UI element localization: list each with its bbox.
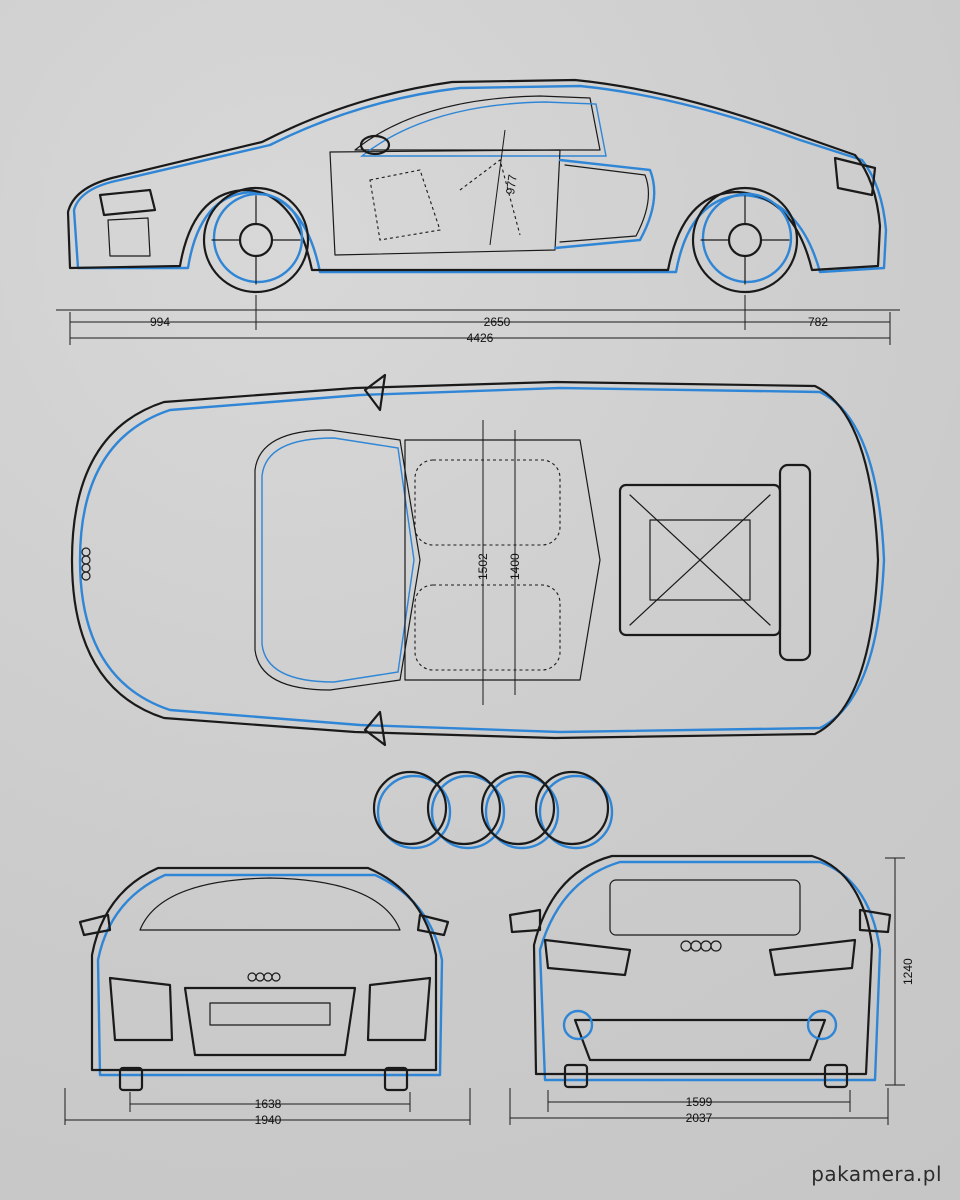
dim-inner-width: 1400 [508,553,522,580]
dim-length: 4426 [467,331,494,345]
dim-rear-overhang: 782 [808,315,828,329]
dim-seat-height: 977 [503,173,520,195]
rear-view [508,854,892,1089]
side-dimensions [56,295,900,345]
dim-track-front: 1638 [255,1097,282,1111]
front-dimensions [64,1088,471,1125]
dim-front-overhang: 994 [150,315,170,329]
dim-cabin-width: 1502 [476,553,490,580]
front-view [78,866,450,1092]
rear-dimensions [509,857,905,1125]
dim-front-width: 1940 [255,1113,282,1127]
dim-height: 1240 [901,958,915,985]
audi-logo [372,770,614,850]
dim-wheelbase: 2650 [484,315,511,329]
top-view [70,373,886,747]
watermark-text: pakamera.pl [811,1162,942,1186]
dim-track-rear: 1599 [686,1095,713,1109]
side-view [66,78,888,294]
dim-rear-width: 2037 [686,1111,713,1125]
